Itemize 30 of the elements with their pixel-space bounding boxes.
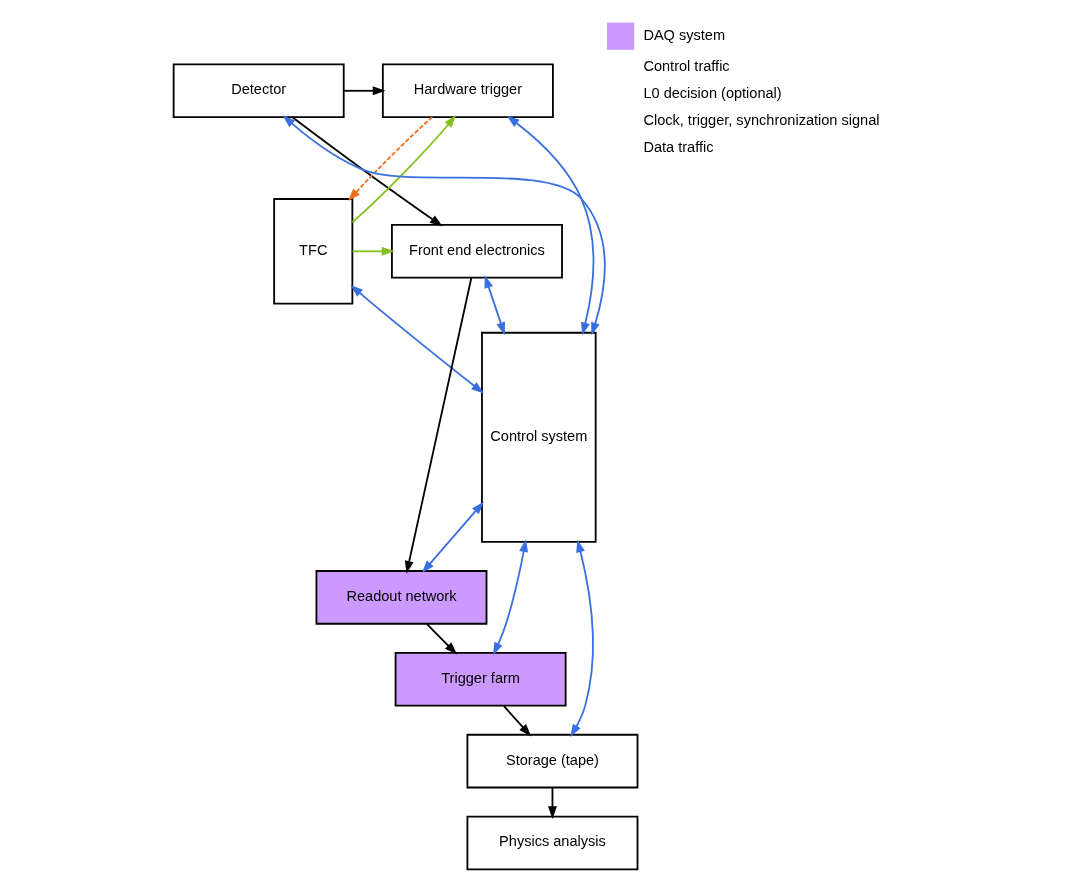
arrow: [343, 86, 386, 96]
node-box: Front end electronics: [391, 224, 563, 279]
arrow: [502, 705, 532, 737]
node-box: Readout network: [315, 570, 488, 625]
arrow: [548, 786, 557, 820]
legend-label: Control traffic: [643, 57, 730, 74]
node-box: Trigger farm: [394, 651, 567, 707]
node-box: Hardware trigger: [381, 63, 554, 119]
arrow: [421, 501, 484, 573]
arrow: [404, 276, 473, 574]
arrow: [426, 623, 458, 655]
arrow: [351, 115, 457, 224]
node-box: Detector: [172, 63, 345, 119]
node-box: Storage (tape): [466, 733, 639, 789]
arrow: [493, 539, 529, 656]
arrow: [484, 275, 505, 336]
arrow: [506, 115, 595, 336]
legend-label: Clock, trigger, synchronization signal: [643, 112, 880, 129]
legend-label: Data traffic: [643, 139, 714, 156]
node-box: Physics analysis: [466, 815, 639, 871]
arrow: [570, 539, 594, 737]
arrow: [350, 284, 484, 394]
legend-label: L0 decision (optional): [643, 84, 782, 101]
arrow: [291, 116, 443, 227]
arrow: [351, 246, 395, 256]
arrow: [282, 115, 606, 336]
node-box: TFC: [273, 198, 354, 305]
node-box: Control system: [481, 331, 597, 543]
arrow: [347, 116, 434, 201]
legend-label: DAQ system: [643, 26, 726, 43]
